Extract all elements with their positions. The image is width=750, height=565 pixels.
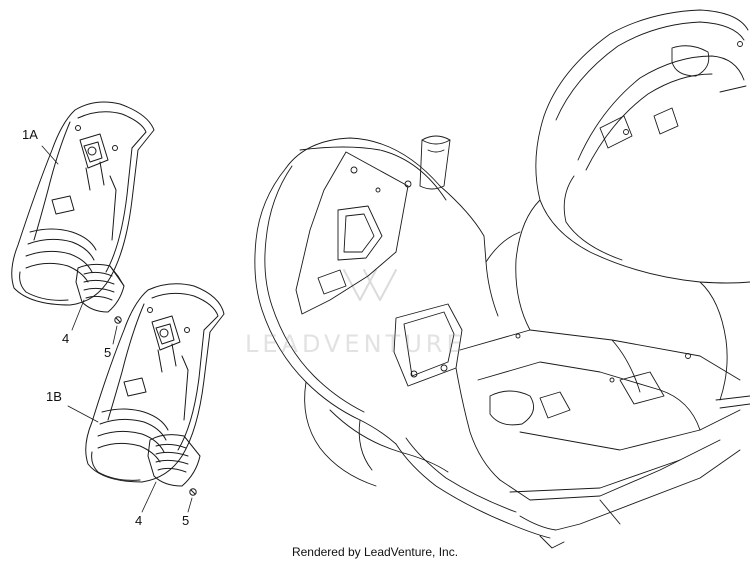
part-4-grille-lower[interactable] bbox=[147, 434, 201, 487]
scooter-body-assembly bbox=[254, 9, 750, 549]
part-5-screw-upper[interactable] bbox=[114, 316, 122, 324]
callout-4-upper: 4 bbox=[62, 331, 70, 346]
part-5-screw-lower[interactable] bbox=[189, 488, 197, 496]
part-1a-leg-shield-cover[interactable] bbox=[11, 101, 155, 306]
callout-5-upper: 5 bbox=[104, 345, 112, 360]
callout-1a: 1A bbox=[22, 127, 38, 142]
part-1b-leg-shield-cover[interactable] bbox=[85, 283, 225, 483]
callout-5-lower: 5 bbox=[182, 513, 190, 528]
watermark-logo bbox=[343, 269, 397, 301]
callout-4-lower: 4 bbox=[135, 513, 143, 528]
render-credit: Rendered by LeadVenture, Inc. bbox=[291, 545, 459, 559]
leader-lines bbox=[41, 145, 193, 513]
part-4-grille-upper[interactable] bbox=[75, 263, 125, 313]
watermark-brand-text: LEADVENTURE bbox=[245, 330, 466, 358]
callout-1b: 1B bbox=[46, 389, 62, 404]
